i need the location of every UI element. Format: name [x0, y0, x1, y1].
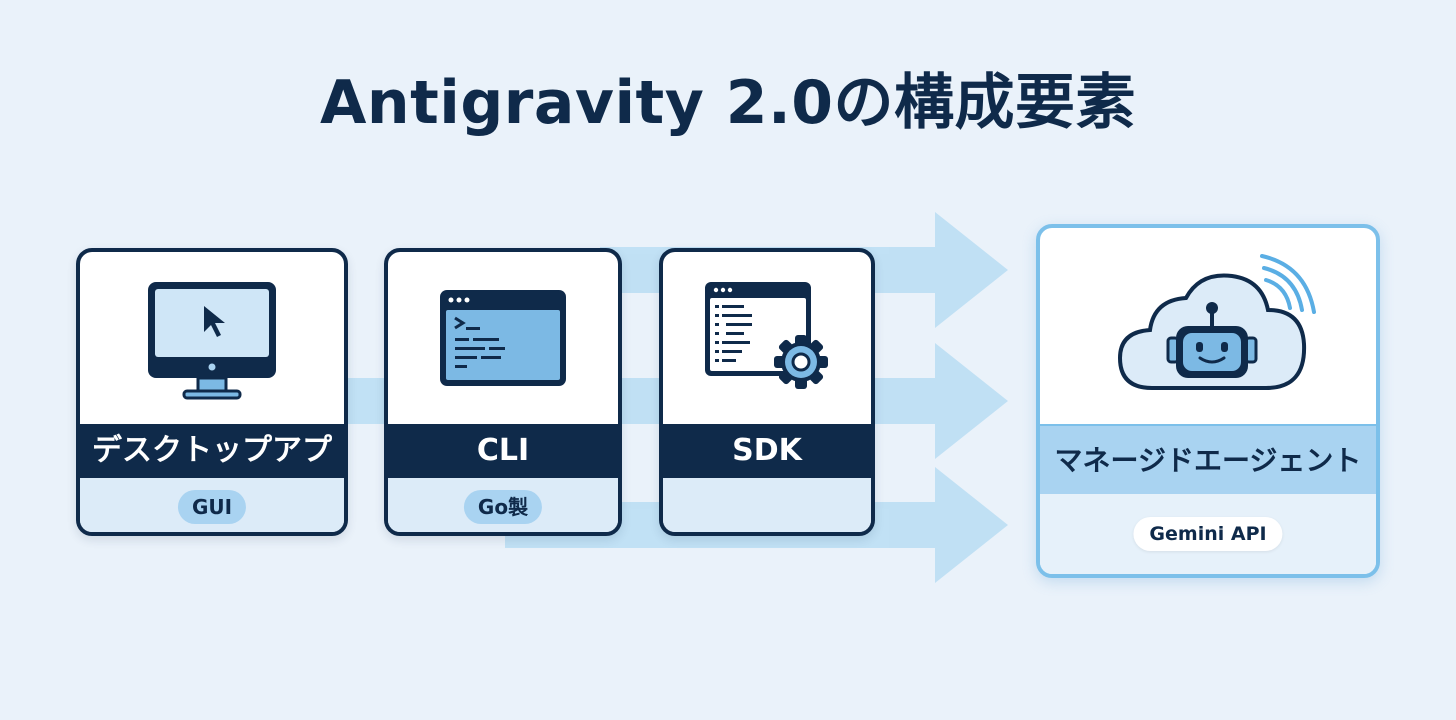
component-label: CLI — [388, 424, 618, 478]
arrow-top-head — [935, 212, 1008, 328]
code-gear-icon — [705, 282, 828, 389]
arrow-middle-head — [935, 343, 1008, 459]
target-tag: Gemini API — [1133, 517, 1283, 551]
component-card-desktop-app: デスクトップアプリ GUI — [76, 248, 348, 536]
arrow-bottom-head — [935, 467, 1008, 583]
component-footer: Go製 — [388, 478, 618, 532]
component-footer: GUI — [80, 478, 344, 532]
component-tag: Go製 — [463, 490, 543, 524]
component-card-sdk: SDK — [659, 248, 875, 536]
cloud-robot-icon — [1117, 254, 1316, 390]
target-card-managed-agent: マネージドエージェント Gemini API — [1036, 224, 1380, 578]
component-card-cli: CLI Go製 — [384, 248, 622, 536]
terminal-window-icon — [440, 290, 566, 386]
desktop-monitor-icon — [148, 282, 276, 400]
component-label: SDK — [663, 424, 871, 478]
target-footer: Gemini API — [1040, 494, 1376, 574]
component-footer — [663, 478, 871, 532]
component-label: デスクトップアプリ — [80, 424, 344, 522]
target-label: マネージドエージェント — [1040, 424, 1376, 498]
component-tag: GUI — [177, 490, 247, 524]
diagram-title: Antigravity 2.0の構成要素 — [319, 68, 1137, 138]
